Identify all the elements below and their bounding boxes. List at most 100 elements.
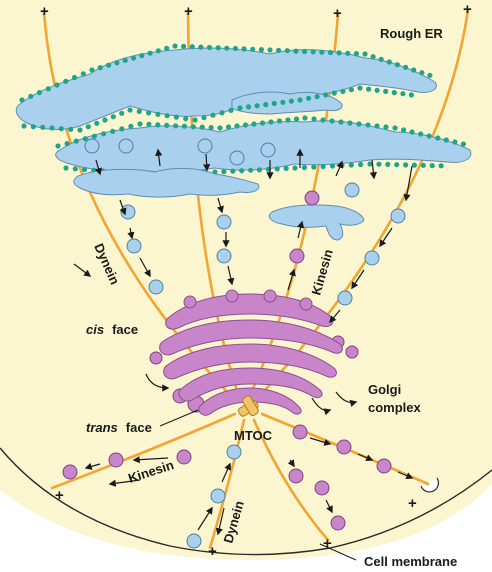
ribosome	[251, 121, 257, 127]
arrow	[119, 199, 127, 216]
transport-vesicle	[229, 150, 245, 166]
arrow	[203, 153, 211, 172]
ribosome	[224, 45, 230, 51]
ribosome	[306, 95, 312, 101]
plus-end-marker: +	[40, 3, 49, 20]
arrow	[94, 159, 102, 176]
microtubule	[254, 8, 470, 402]
transport-vesicle	[364, 250, 380, 266]
plus-end-marker: +	[333, 5, 342, 22]
ribosome	[258, 47, 264, 53]
ribosome	[55, 143, 61, 149]
ribosome	[181, 43, 187, 50]
secretory-vesicle	[330, 515, 346, 531]
ribosome	[172, 43, 178, 49]
ribosome	[181, 123, 187, 129]
ribosome	[452, 139, 458, 145]
ribosome	[137, 121, 143, 127]
arrow	[216, 197, 224, 214]
ribosome	[94, 120, 100, 126]
ribosome	[338, 119, 344, 125]
transport-vesicle	[226, 444, 242, 460]
ribosome	[310, 49, 316, 55]
arrow	[215, 507, 225, 536]
arrow	[335, 391, 358, 407]
ribosome	[411, 67, 417, 73]
ribosome	[77, 127, 83, 133]
ribosome	[110, 128, 116, 134]
ribosome	[73, 138, 79, 144]
secretory-vesicle	[336, 439, 352, 455]
ribosome	[71, 74, 78, 81]
ribosome	[89, 67, 95, 73]
ribosome	[386, 59, 392, 65]
transitional-er	[73, 167, 365, 241]
arrow	[325, 499, 333, 514]
ribosome	[367, 161, 373, 167]
microtubule	[50, 412, 237, 490]
arrow	[287, 459, 295, 468]
ribosome	[225, 124, 232, 130]
ribosome	[435, 135, 441, 141]
ribosome	[40, 124, 46, 130]
ribosome	[232, 45, 239, 52]
golgi-bud	[225, 289, 239, 303]
transport-vesicle	[126, 238, 142, 254]
golgi-bud	[299, 297, 313, 311]
ribosome	[106, 62, 112, 68]
transport-vesicle	[148, 279, 164, 295]
arrow	[309, 437, 332, 446]
cell-membrane	[0, 447, 492, 556]
ribosome	[297, 97, 303, 103]
arrow	[84, 462, 101, 470]
ribosome	[192, 117, 198, 123]
ribosome	[119, 110, 125, 116]
ribosome	[288, 98, 294, 104]
label-cis-face: cis face	[86, 321, 138, 338]
golgi-cisterna	[178, 367, 323, 402]
arrow	[221, 462, 231, 483]
ribosome	[280, 99, 286, 105]
ribosome	[276, 47, 282, 54]
arrow	[335, 160, 344, 177]
ribosome	[190, 124, 196, 130]
ribosome	[329, 118, 335, 124]
label-trans-face: trans face	[86, 419, 152, 436]
ribosome	[419, 70, 425, 76]
ribosome	[348, 162, 354, 168]
ribosome	[246, 104, 252, 110]
ribosome	[164, 113, 170, 119]
ribosome	[340, 88, 346, 94]
ribosome	[239, 168, 245, 174]
secretory-vesicle	[376, 458, 392, 474]
er-cisterna	[231, 91, 343, 115]
label-cell-membrane: Cell membrane	[364, 554, 457, 569]
ribosome	[327, 49, 334, 56]
ribosome	[97, 65, 103, 71]
ribosome	[345, 50, 351, 56]
ribosome	[271, 100, 277, 106]
transport-vesicle	[337, 290, 353, 306]
secretory-vesicle	[149, 351, 163, 365]
ribosome	[64, 141, 70, 147]
golgi-cisterna	[159, 319, 343, 356]
er-tubule	[268, 204, 365, 241]
ribosome	[362, 51, 368, 57]
ribosome	[403, 162, 409, 168]
ribosome	[110, 114, 116, 120]
ribosome	[400, 91, 406, 97]
ribosome	[183, 116, 189, 122]
microtubule	[42, 10, 237, 402]
secretory-vesicle	[292, 424, 308, 440]
transport-vesicle	[344, 182, 360, 198]
ribosome	[101, 131, 107, 137]
ribosome	[285, 117, 291, 123]
arrow	[127, 227, 135, 240]
label-golgi-complex: complex	[368, 400, 422, 415]
ribosome	[320, 117, 326, 123]
arrow	[397, 471, 414, 480]
ribosome	[221, 169, 227, 175]
ribosome	[347, 120, 353, 126]
ribosome	[385, 161, 391, 167]
ribosome	[301, 164, 307, 171]
